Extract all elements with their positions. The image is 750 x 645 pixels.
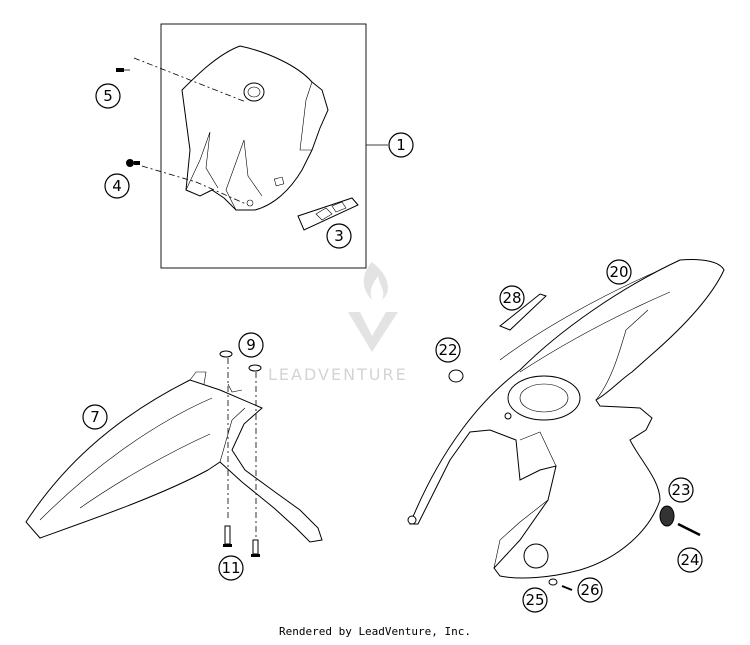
svg-text:1: 1 xyxy=(396,136,406,154)
callout-11: 11 xyxy=(218,555,244,581)
number-plate xyxy=(181,45,329,211)
svg-text:20: 20 xyxy=(609,263,628,281)
dash-leader-4 xyxy=(141,165,247,205)
bolt-item-11 xyxy=(223,525,260,557)
svg-text:25: 25 xyxy=(525,591,544,609)
grommet-item-22 xyxy=(448,369,464,383)
callout-22: 22 xyxy=(435,337,461,363)
washer-item-25 xyxy=(548,578,558,586)
decal-item-28 xyxy=(499,293,547,331)
callout-20: 20 xyxy=(606,259,632,285)
svg-text:28: 28 xyxy=(502,289,521,307)
footer-credit: Rendered by LeadVenture, Inc. xyxy=(278,625,472,638)
svg-text:11: 11 xyxy=(221,559,240,577)
svg-text:26: 26 xyxy=(580,581,599,599)
callout-26: 26 xyxy=(577,577,603,603)
callout-28: 28 xyxy=(499,285,525,311)
screw-item-26 xyxy=(561,585,573,591)
bushing-item-23 xyxy=(659,505,675,527)
watermark-text: LEADVENTURE xyxy=(268,365,408,384)
callout-4: 4 xyxy=(104,173,130,199)
rear-fender xyxy=(407,259,725,579)
callout-1: 1 xyxy=(388,132,414,158)
leadventure-watermark: LEADVENTURE xyxy=(268,262,408,384)
assembly-box xyxy=(160,23,367,269)
svg-text:9: 9 xyxy=(246,336,256,354)
dash-leader-5 xyxy=(133,57,247,103)
svg-text:23: 23 xyxy=(671,481,690,499)
screw-item-24 xyxy=(677,522,701,537)
svg-text:22: 22 xyxy=(438,341,457,359)
svg-text:7: 7 xyxy=(90,408,100,426)
callout-3: 3 xyxy=(326,223,352,249)
svg-text:5: 5 xyxy=(103,87,113,105)
callout-24: 24 xyxy=(677,547,703,573)
washer-item-9 xyxy=(219,350,262,372)
svg-text:3: 3 xyxy=(334,227,344,245)
callout-23: 23 xyxy=(668,477,694,503)
svg-text:4: 4 xyxy=(112,177,122,195)
decal-item-3 xyxy=(297,197,359,231)
front-fender xyxy=(25,371,323,543)
callout-5: 5 xyxy=(95,83,121,109)
screw-item-5 xyxy=(116,68,130,72)
callout-9: 9 xyxy=(238,332,264,358)
rivet-item-4 xyxy=(126,159,140,167)
callout-7: 7 xyxy=(82,404,108,430)
callout-25: 25 xyxy=(522,587,548,613)
svg-text:24: 24 xyxy=(680,551,699,569)
